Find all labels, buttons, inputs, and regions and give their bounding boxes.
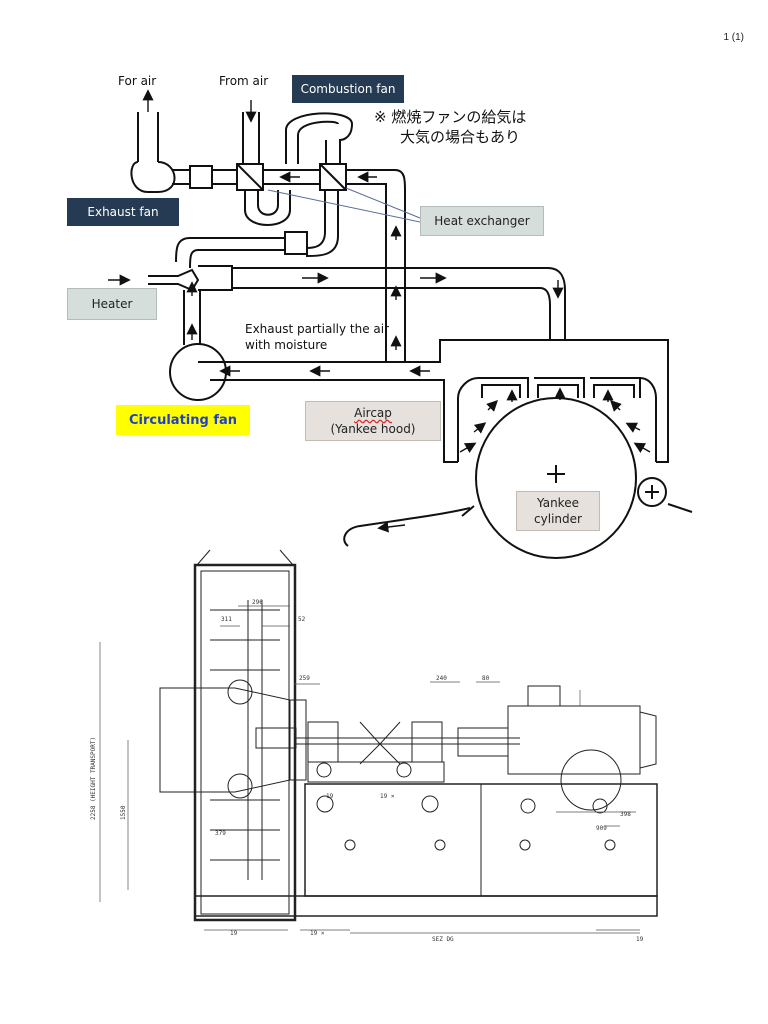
- aircap-label-line-2: (Yankee hood): [330, 422, 416, 436]
- heater-label: Heater: [67, 288, 157, 320]
- circulating-damper: [284, 231, 308, 255]
- page-number: 1 (1): [723, 32, 744, 43]
- dim-19-d: 19 ×: [310, 930, 325, 937]
- motor: [507, 705, 641, 775]
- from-air-duct: [242, 112, 260, 164]
- dim-19-e: 19: [636, 936, 644, 943]
- exhaust-note-line-2: with moisture: [245, 338, 328, 353]
- yankee-cylinder-label: Yankee cylinder: [516, 491, 600, 531]
- detail-circle: [560, 749, 622, 811]
- for-air-label: For air: [118, 74, 157, 88]
- aircap-label: Aircap (Yankee hood): [305, 401, 441, 441]
- dim-296: 296: [252, 599, 263, 606]
- heater-burner: [148, 268, 200, 292]
- dim-52: 52: [298, 616, 306, 623]
- bearing-housing-1: [307, 721, 339, 763]
- for-air-duct: [137, 112, 159, 162]
- exhaust-fan-label: Exhaust fan: [67, 198, 179, 226]
- coupling: [457, 727, 509, 757]
- combustion-fan-loop: [285, 112, 354, 164]
- exhaust-damper: [189, 165, 213, 189]
- from-air-label: From air: [219, 74, 269, 88]
- heat-exchanger-label: Heat exchanger: [420, 206, 544, 236]
- japanese-note-line-1: ※ 燃焼ファンの給気は: [374, 108, 527, 126]
- japanese-note: ※ 燃焼ファンの給気は 大気の場合もあり: [374, 108, 526, 147]
- dim-909: 909: [596, 825, 607, 832]
- dim-1550: 1550: [120, 805, 127, 820]
- dim-sez: SEZ DG: [432, 936, 454, 943]
- inlet-cone: [159, 687, 291, 793]
- bearing-housing-2: [411, 721, 443, 763]
- combustion-fan-label: Combustion fan: [292, 75, 404, 103]
- dim-19-c: 19: [230, 930, 238, 937]
- dim-80: 80: [482, 675, 490, 682]
- dim-311: 311: [221, 616, 232, 623]
- dim-19-a: 19: [326, 793, 334, 800]
- aircap-label-line-1: Aircap: [354, 405, 392, 420]
- dim-398: 398: [620, 811, 631, 818]
- dim-379: 379: [215, 830, 226, 837]
- dim-259: 259: [299, 675, 310, 682]
- exhaust-note-line-1: Exhaust partially the air: [245, 322, 390, 336]
- japanese-note-line-2: 大気の場合もあり: [400, 127, 521, 146]
- dim-height-transport: 2258 (HEIGHT TRANSPORT): [90, 737, 97, 820]
- yankee-label-line-1: Yankee: [537, 495, 579, 510]
- fan-housing: [193, 563, 297, 922]
- yankee-label-line-2: cylinder: [534, 512, 582, 526]
- dim-240: 240: [436, 675, 447, 682]
- exhaust-note: Exhaust partially the air with moisture: [245, 321, 389, 353]
- circulating-fan-label: Circulating fan: [116, 405, 250, 435]
- dim-19-b: 19 ×: [380, 793, 395, 800]
- hood-box-1: [478, 377, 529, 398]
- exhaust-fan-housing: [130, 161, 176, 193]
- sheet-path: [343, 507, 471, 547]
- hood-box-2: [534, 377, 585, 398]
